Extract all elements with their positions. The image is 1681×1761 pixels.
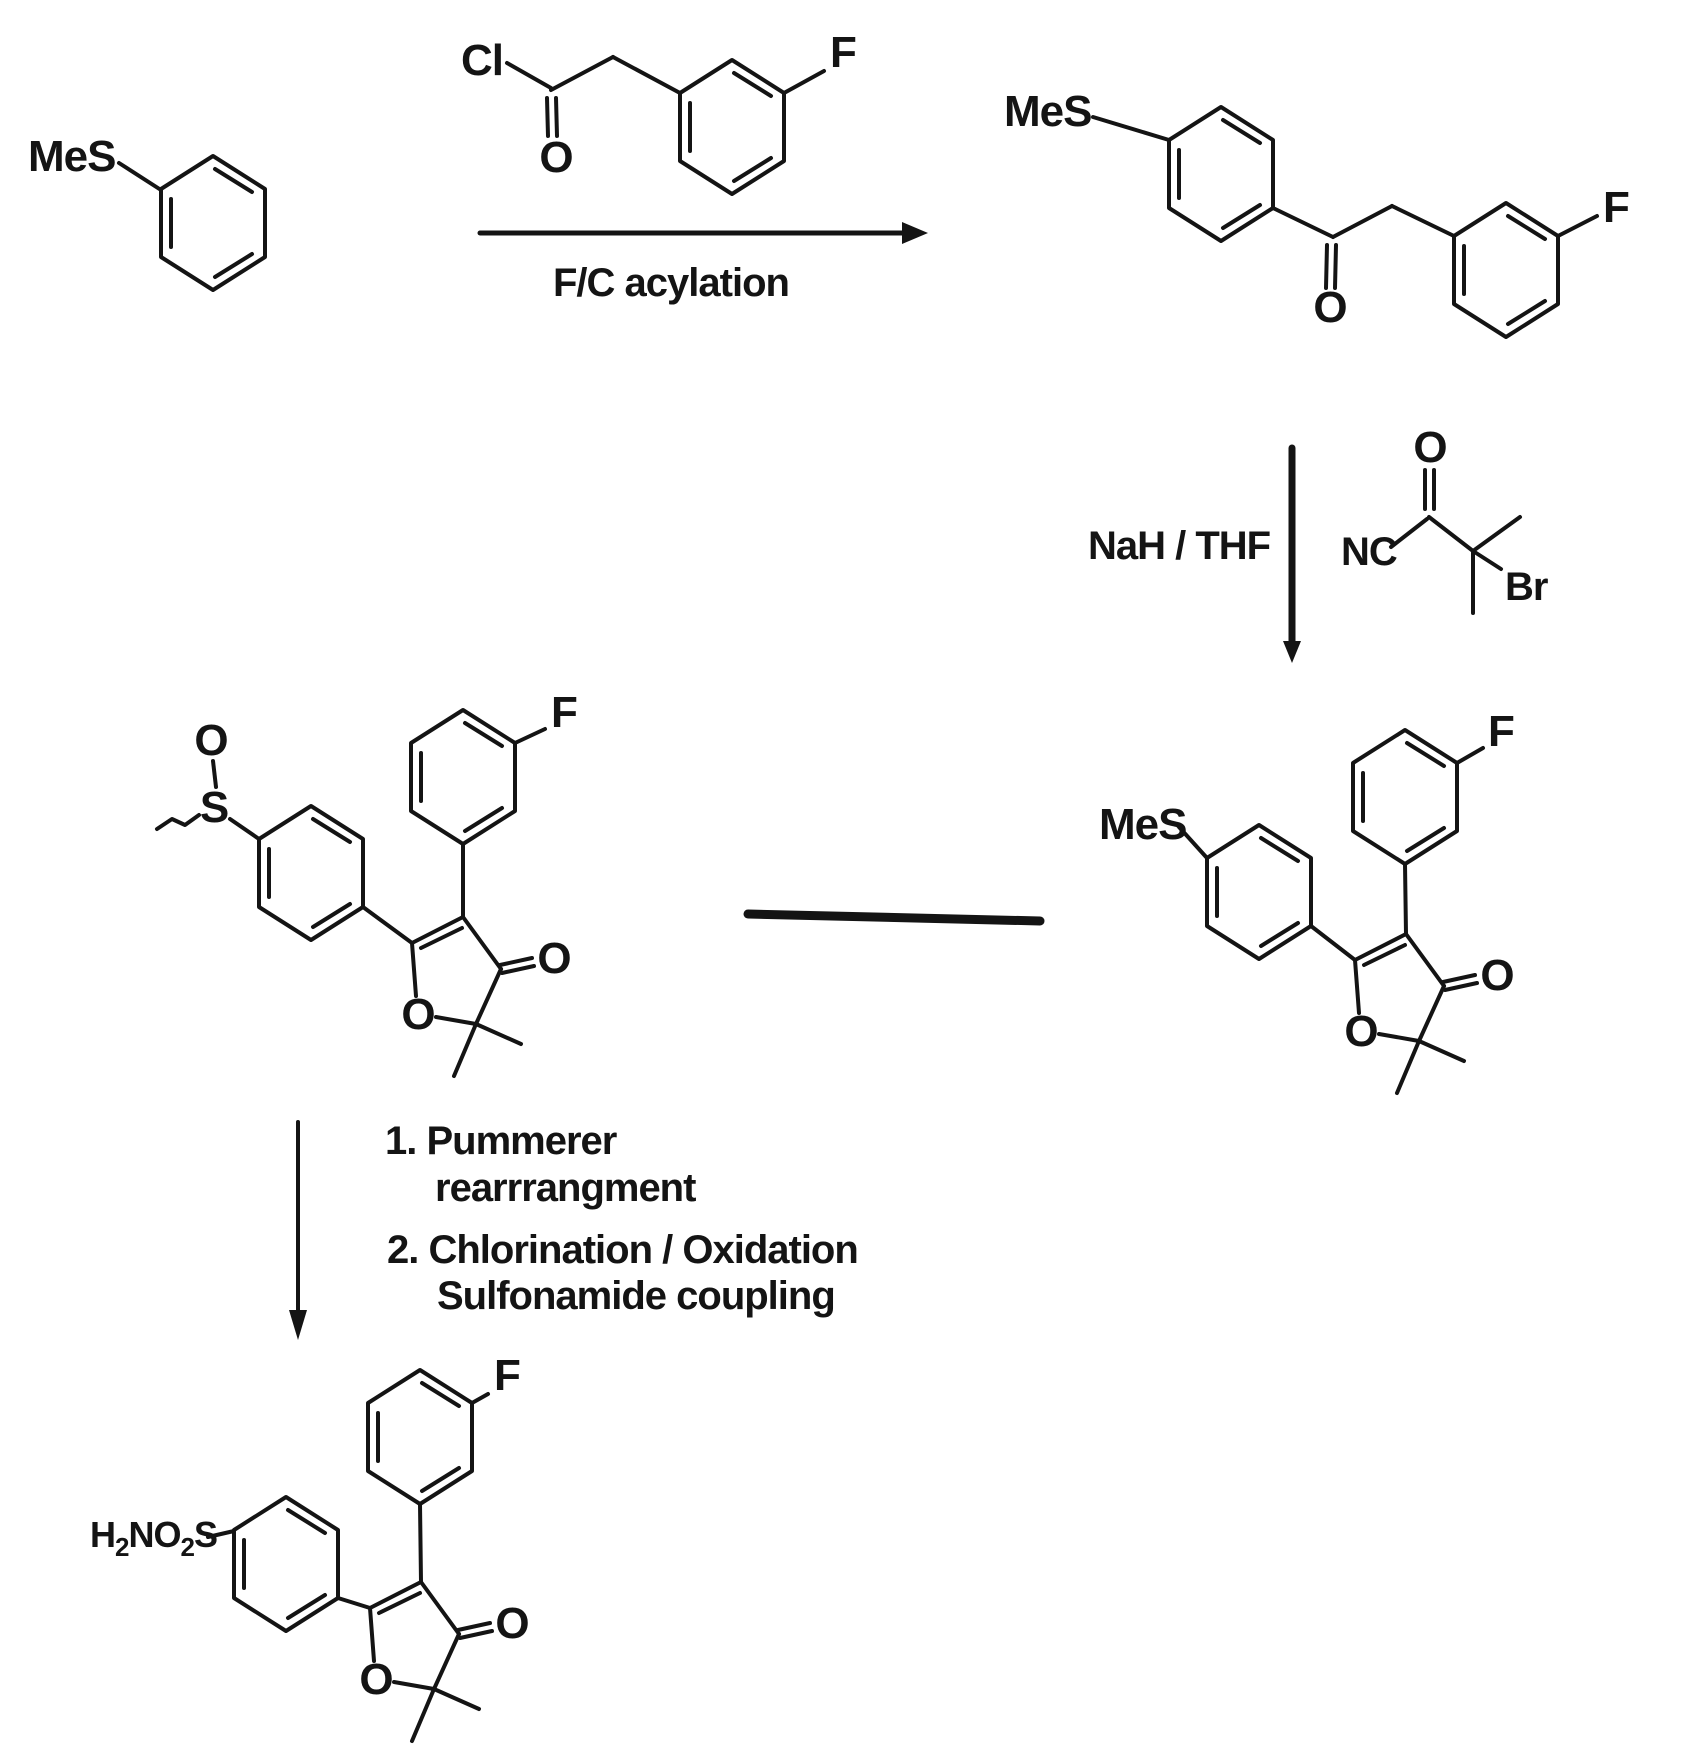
bond — [1455, 746, 1485, 765]
br-label: Br — [1505, 565, 1548, 609]
bond — [228, 817, 261, 841]
bond — [1331, 204, 1394, 239]
methyl-squiggle-bond — [155, 813, 201, 831]
oxygen-label: O — [539, 133, 572, 182]
bond — [361, 905, 414, 945]
arrow-acylation: F/C acylation — [477, 222, 928, 305]
benzene-ring — [159, 154, 267, 292]
bond — [418, 1502, 423, 1584]
furanone-ring — [1342, 932, 1516, 1095]
methyl-bond — [1471, 515, 1522, 553]
benzene-ring — [1351, 728, 1459, 866]
furanone-ring — [357, 1580, 531, 1743]
sulfonamide-label-part: H — [90, 1514, 115, 1555]
furanone-ring — [399, 915, 573, 1078]
oxygen-label: O — [1413, 423, 1446, 472]
arrow-pummerer: 1. Pummerer rearrrangment 2. Chlorinatio… — [289, 1119, 859, 1340]
bond — [117, 161, 163, 192]
reagent-bromo-nitrile: NC O Br — [1341, 423, 1549, 615]
arrow-head — [902, 222, 928, 244]
bond — [1390, 204, 1456, 238]
benzene-ring — [1205, 823, 1313, 961]
benzene-ring — [366, 1368, 474, 1506]
bond — [336, 1596, 372, 1610]
arrow-oxidation — [743, 909, 1045, 926]
f-label: F — [1603, 183, 1629, 232]
bond — [1471, 549, 1503, 571]
condition-alkylation: NaH / THF — [1088, 524, 1270, 568]
sulfonamide-label-part: 2 — [115, 1532, 129, 1562]
bond — [1091, 115, 1171, 142]
sulfoxide-oxygen-label: O — [194, 716, 227, 765]
bond — [1403, 862, 1408, 936]
bond — [1309, 924, 1357, 962]
arrow-head — [1283, 641, 1301, 663]
benzene-ring — [232, 1495, 340, 1633]
s-o-bond — [211, 759, 218, 789]
sulfonamide-label-part: NO — [128, 1514, 180, 1555]
compound-aryl-ketone: MeS O F — [1004, 87, 1630, 339]
condition-step2-line1: 2. Chlorination / Oxidation — [387, 1228, 858, 1272]
carbonyl-double-bond — [554, 96, 559, 138]
arrow-head — [289, 1310, 307, 1340]
condition-acylation: F/C acylation — [553, 261, 789, 305]
benzene-ring — [1452, 201, 1560, 339]
carbonyl-double-bond — [1324, 243, 1329, 290]
bond — [1427, 515, 1475, 553]
bond — [513, 727, 547, 745]
bond — [549, 55, 615, 92]
arrow-line — [743, 909, 1045, 926]
bond — [505, 61, 553, 90]
benzene-ring — [678, 58, 786, 196]
mes-label: MeS — [28, 132, 115, 181]
compound-furanone-sulfoxide: O S F — [155, 688, 578, 1078]
cl-label: Cl — [461, 36, 503, 85]
bond — [611, 55, 682, 95]
compound-thioanisole: MeS — [28, 132, 267, 292]
bond — [206, 1529, 236, 1539]
sulfonamide-label-part: 2 — [180, 1532, 194, 1562]
carbonyl-double-bond — [1333, 243, 1338, 290]
bond — [1389, 517, 1429, 549]
arrow-alkylation: NaH / THF — [1088, 444, 1301, 663]
benzene-ring — [409, 708, 517, 846]
f-label: F — [494, 1351, 520, 1400]
condition-step1-line1: 1. Pummerer — [385, 1119, 617, 1163]
bond — [782, 69, 826, 95]
bond — [470, 1392, 490, 1405]
carbonyl-double-bond — [545, 96, 550, 138]
compound-furanone-sulfonamide: H2NO2S F — [90, 1351, 531, 1743]
sulfur-label: S — [200, 783, 228, 832]
bond — [1271, 206, 1335, 239]
mes-label: MeS — [1004, 87, 1091, 136]
mes-label: MeS — [1099, 800, 1186, 849]
f-label: F — [551, 688, 577, 737]
reagent-acyl-chloride: Cl O F — [461, 28, 857, 196]
sulfonamide-label: H2NO2S — [90, 1514, 217, 1562]
compound-furanone-mes: MeS F — [1099, 707, 1516, 1095]
nc-label: NC — [1341, 530, 1397, 574]
f-label: F — [830, 28, 856, 77]
oxygen-label: O — [1313, 283, 1346, 332]
condition-step1-line2: rearrrangment — [435, 1166, 696, 1210]
benzene-ring — [257, 804, 365, 942]
bond — [1177, 825, 1209, 860]
benzene-ring — [1167, 105, 1275, 243]
bond — [1556, 214, 1599, 238]
condition-step2-line2: Sulfonamide coupling — [437, 1274, 835, 1318]
f-label: F — [1488, 707, 1514, 756]
